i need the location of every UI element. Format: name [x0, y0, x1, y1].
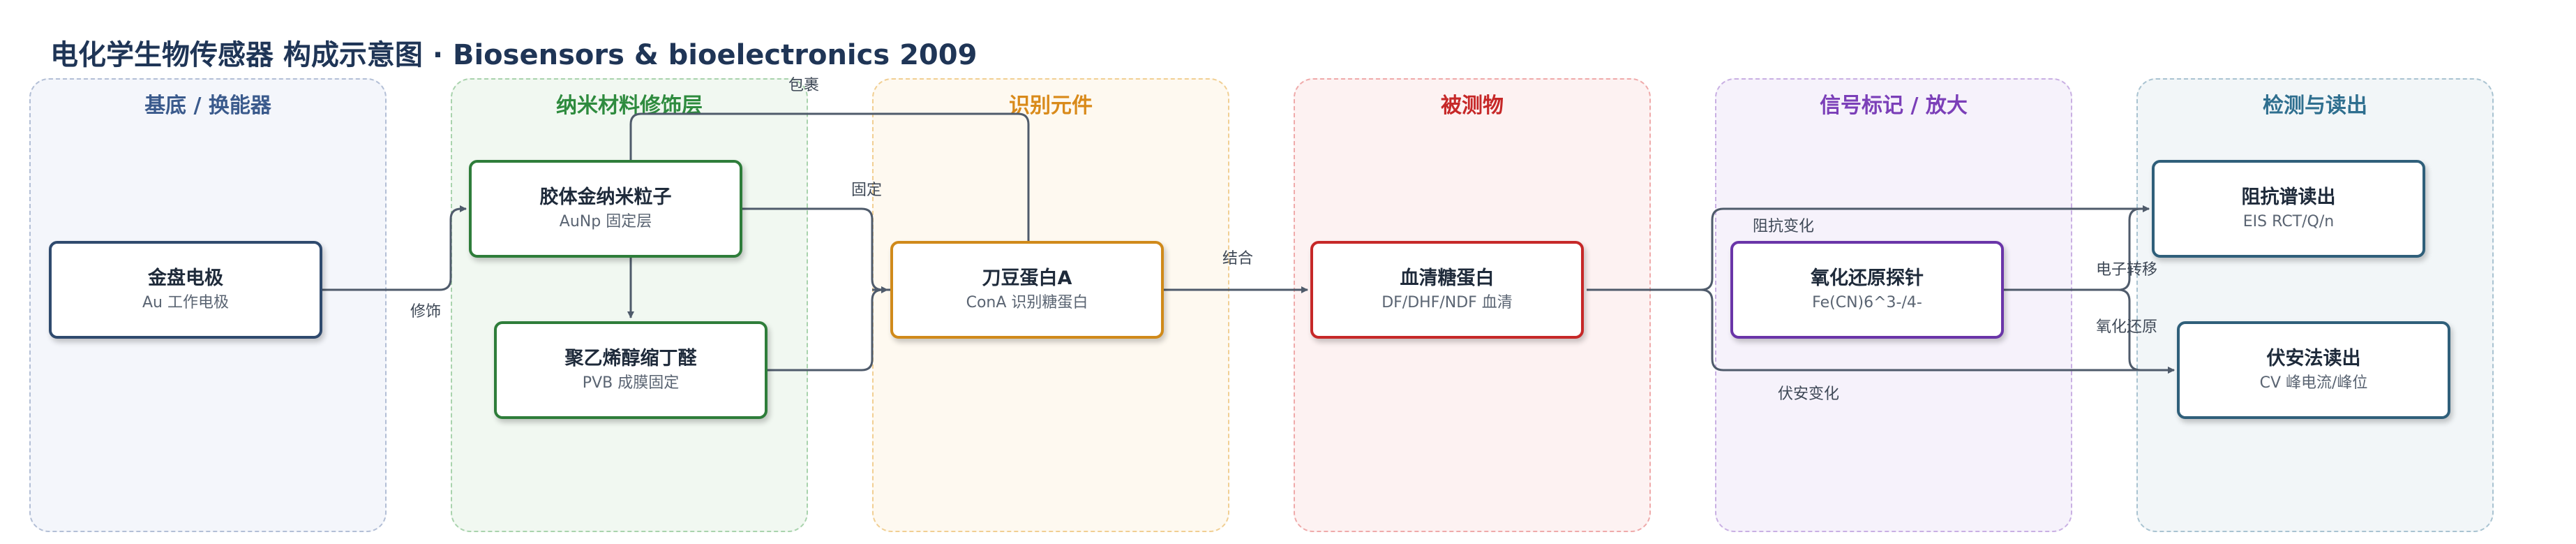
- lane-title: 检测与读出: [2263, 94, 2367, 118]
- node-title: 聚乙烯醇缩丁醛: [564, 348, 697, 369]
- lane-detection-readout: 检测与读出: [2136, 78, 2494, 532]
- lane-title: 信号标记 / 放大: [1820, 94, 1968, 118]
- page-title: 电化学生物传感器 构成示意图 · Biosensors & bioelectro…: [50, 39, 978, 71]
- edge-aunp-to-cona: [742, 207, 888, 293]
- edge-probe-to-cv: [2002, 288, 2175, 374]
- node-concanavalin-a: 刀豆蛋白A ConA 识别糖蛋白: [890, 241, 1164, 339]
- node-title: 刀豆蛋白A: [982, 267, 1072, 289]
- edge-pvb-to-cona: [767, 286, 888, 372]
- node-title: 金盘电极: [148, 267, 223, 289]
- edge-probe-to-eis: [2002, 205, 2150, 291]
- node-title: 伏安法读出: [2266, 348, 2361, 369]
- node-subtitle: Au 工作电极: [142, 294, 229, 311]
- node-subtitle: DF/DHF/NDF 血清: [1381, 294, 1513, 311]
- node-gold-disk-electrode: 金盘电极 Au 工作电极: [49, 241, 322, 339]
- edge-label-electron-transfer: 电子转移: [2096, 261, 2158, 279]
- edge-label-redox: 氧化还原: [2096, 318, 2158, 336]
- node-title: 胶体金纳米粒子: [539, 186, 672, 208]
- edge-label-voltammetry-change: 伏安变化: [1778, 385, 1840, 403]
- node-polyvinyl-butyral: 聚乙烯醇缩丁醛 PVB 成膜固定: [494, 321, 767, 419]
- edge-label-fix: 固定: [851, 182, 883, 199]
- edge-label-wrap: 包裹: [788, 77, 820, 94]
- node-redox-probe: 氧化还原探针 Fe(CN)6^3-/4-: [1730, 241, 2004, 339]
- node-title: 氧化还原探针: [1811, 267, 1924, 289]
- node-subtitle: CV 峰电流/峰位: [2259, 374, 2368, 392]
- edge-cona-wrap-pvb: [627, 112, 1030, 318]
- node-title: 血清糖蛋白: [1400, 267, 1495, 289]
- node-subtitle: PVB 成膜固定: [582, 374, 680, 392]
- edge-serum-to-cv: [1587, 288, 2175, 374]
- lane-title: 基底 / 换能器: [144, 94, 271, 118]
- node-serum-glycoprotein: 血清糖蛋白 DF/DHF/NDF 血清: [1310, 241, 1584, 339]
- edge-label-bind: 结合: [1222, 250, 1254, 267]
- node-subtitle: EIS RCT/Q/n: [2242, 213, 2335, 230]
- node-voltammetry-readout: 伏安法读出 CV 峰电流/峰位: [2177, 321, 2450, 419]
- edge-serum-to-eis: [1587, 205, 2150, 291]
- node-subtitle: Fe(CN)6^3-/4-: [1812, 294, 1922, 311]
- node-title: 阻抗谱读出: [2241, 186, 2336, 208]
- lane-title: 被测物: [1441, 94, 1504, 118]
- node-subtitle: ConA 识别糖蛋白: [966, 294, 1088, 311]
- node-colloidal-gold-nanoparticles: 胶体金纳米粒子 AuNp 固定层: [469, 160, 742, 258]
- node-subtitle: AuNp 固定层: [559, 213, 652, 230]
- node-impedance-readout: 阻抗谱读出 EIS RCT/Q/n: [2152, 160, 2425, 258]
- edge-gold-to-aunp: [322, 205, 467, 291]
- lane-nanomaterial-layer: 纳米材料修饰层: [451, 78, 808, 532]
- edge-label-modify: 修饰: [410, 303, 442, 321]
- edge-label-impedance-change: 阻抗变化: [1753, 218, 1815, 235]
